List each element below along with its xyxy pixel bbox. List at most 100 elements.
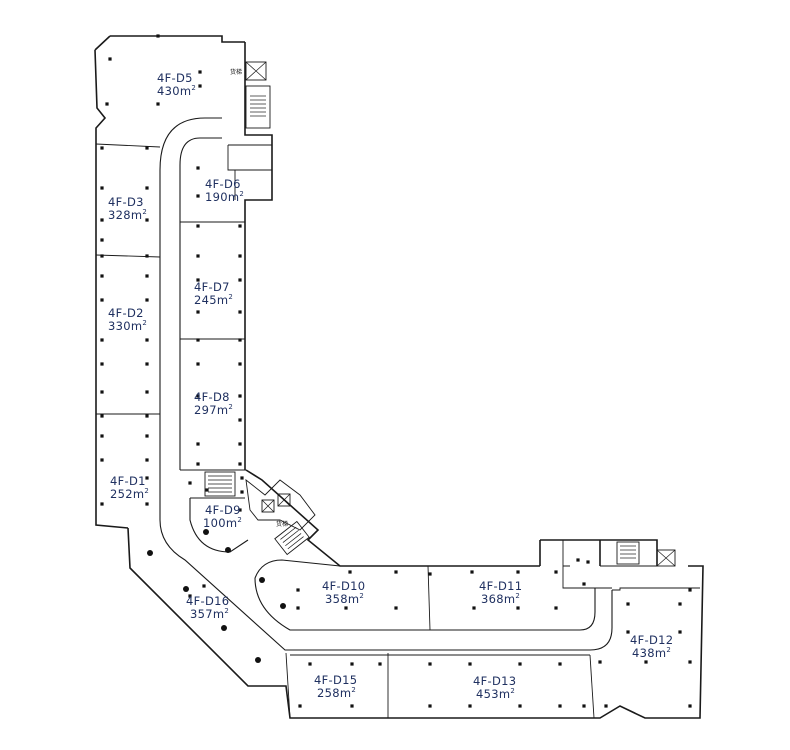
column-marker (428, 662, 432, 666)
column-marker (145, 186, 149, 190)
column-marker (196, 194, 200, 198)
column-marker (688, 704, 692, 708)
column-marker (688, 660, 692, 664)
column-marker (156, 34, 160, 38)
column-marker (238, 508, 242, 512)
column-marker (202, 584, 206, 588)
freight-elevator-label-top: 货梯 (230, 68, 242, 76)
round-column (225, 547, 231, 553)
column-marker (196, 278, 200, 282)
column-marker (238, 338, 242, 342)
unit-id: 4F-D9 (205, 503, 241, 517)
corridor (159, 117, 613, 651)
unit-id: 4F-D3 (108, 195, 144, 209)
column-marker (145, 414, 149, 418)
column-marker (518, 662, 522, 666)
column-marker (644, 660, 648, 664)
unit-4f-d9[interactable]: 4F-D9 100m2 (203, 503, 242, 530)
stair-right (616, 541, 676, 567)
unit-id: 4F-D16 (186, 594, 229, 608)
column-marker (350, 662, 354, 666)
column-marker (238, 278, 242, 282)
column-marker (626, 602, 630, 606)
unit-area: 453m2 (476, 687, 515, 701)
column-marker (240, 476, 244, 480)
column-marker (188, 594, 192, 598)
column-marker (105, 102, 109, 106)
unit-4f-d15[interactable]: 4F-D15 258m2 (314, 673, 357, 700)
column-marker (296, 606, 300, 610)
column-marker (558, 662, 562, 666)
unit-id: 4F-D1 (110, 474, 146, 488)
column-marker (348, 570, 352, 574)
unit-4f-d16[interactable]: 4F-D16 357m2 (186, 594, 229, 621)
column-marker (468, 704, 472, 708)
round-column (183, 586, 189, 592)
round-column (221, 625, 227, 631)
column-marker (145, 298, 149, 302)
columns (100, 34, 692, 708)
column-marker (100, 502, 104, 506)
column-marker (350, 704, 354, 708)
unit-id: 4F-D5 (157, 71, 193, 85)
building-outline (94, 35, 704, 719)
unit-4f-d7[interactable]: 4F-D7 245m2 (194, 280, 233, 307)
column-marker (196, 224, 200, 228)
column-marker (100, 298, 104, 302)
column-marker (100, 218, 104, 222)
unit-4f-d5[interactable]: 4F-D5 430m2 (157, 71, 196, 98)
column-marker (100, 146, 104, 150)
column-marker (238, 224, 242, 228)
column-marker (100, 458, 104, 462)
column-marker (100, 274, 104, 278)
unit-4f-d11[interactable]: 4F-D11 368m2 (479, 579, 522, 606)
column-marker (688, 588, 692, 592)
column-marker (298, 704, 302, 708)
column-marker (586, 560, 590, 564)
freight-elevator-label-middle: 货梯 (276, 520, 288, 528)
column-marker (188, 481, 192, 485)
column-marker (238, 462, 242, 466)
column-marker (196, 310, 200, 314)
column-marker (554, 570, 558, 574)
column-marker (468, 662, 472, 666)
column-marker (240, 490, 244, 494)
unit-4f-d2[interactable]: 4F-D2 330m2 (108, 306, 147, 333)
unit-4f-d12[interactable]: 4F-D12 438m2 (630, 633, 673, 660)
unit-id: 4F-D2 (108, 306, 144, 320)
unit-4f-d1[interactable]: 4F-D1 252m2 (110, 474, 149, 501)
unit-4f-d3[interactable]: 4F-D3 328m2 (108, 195, 147, 222)
unit-4f-d8[interactable]: 4F-D8 297m2 (194, 390, 233, 417)
stair-middle (204, 471, 316, 556)
column-marker (394, 606, 398, 610)
unit-id: 4F-D11 (479, 579, 522, 593)
column-marker (100, 414, 104, 418)
unit-id: 4F-D15 (314, 673, 357, 687)
column-marker (470, 570, 474, 574)
column-marker (145, 254, 149, 258)
column-marker (196, 394, 200, 398)
unit-4f-d13[interactable]: 4F-D13 453m2 (473, 674, 516, 701)
column-marker (516, 606, 520, 610)
partitions (95, 143, 700, 719)
column-marker (238, 418, 242, 422)
stair-top (245, 61, 271, 129)
column-marker (604, 704, 608, 708)
unit-4f-d6[interactable]: 4F-D6 190m2 (205, 177, 244, 204)
unit-area: 245m2 (194, 293, 233, 307)
column-marker (145, 502, 149, 506)
unit-id: 4F-D7 (194, 280, 230, 294)
unit-area: 297m2 (194, 403, 233, 417)
column-marker (100, 186, 104, 190)
column-marker (678, 602, 682, 606)
unit-id: 4F-D10 (322, 579, 365, 593)
round-column (280, 603, 286, 609)
unit-area: 258m2 (317, 686, 356, 700)
unit-area: 358m2 (325, 592, 364, 606)
unit-4f-d10[interactable]: 4F-D10 358m2 (322, 579, 365, 606)
column-marker (100, 362, 104, 366)
column-marker (196, 462, 200, 466)
unit-area: 190m2 (205, 190, 244, 204)
column-marker (558, 704, 562, 708)
